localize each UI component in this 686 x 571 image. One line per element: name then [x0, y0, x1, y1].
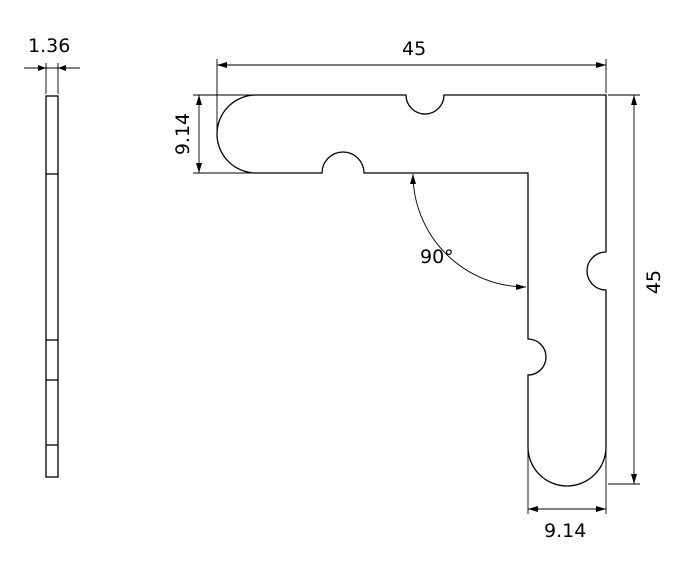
overall-width-dimension [216, 59, 607, 130]
thickness-dimension [24, 63, 80, 94]
l-bracket-outline [216, 94, 607, 487]
overall-height-dimension [608, 94, 640, 485]
side-view: 1.36 [24, 35, 80, 478]
overall-width-label: 45 [402, 38, 426, 60]
side-view-profile [45, 95, 59, 478]
overall-height-label: 45 [643, 270, 665, 294]
angle-dimension [410, 173, 527, 290]
top-arm-width-dimension [193, 94, 254, 174]
top-view: 45 45 9.14 9.14 [172, 38, 665, 542]
bottom-arm-width-dimension [527, 449, 607, 514]
top-arm-width-label: 9.14 [172, 113, 194, 155]
thickness-label: 1.36 [28, 35, 70, 57]
angle-label: 90° [420, 246, 454, 268]
bottom-arm-width-label: 9.14 [544, 520, 586, 542]
